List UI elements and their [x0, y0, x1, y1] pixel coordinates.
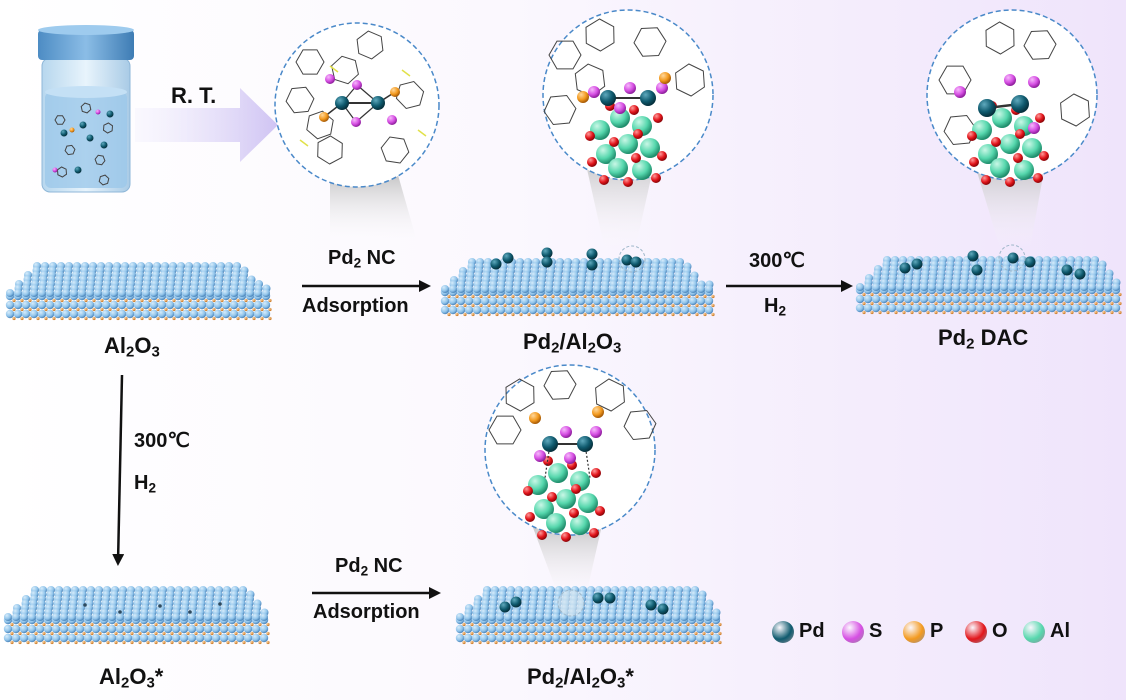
- highlight-site-2: [998, 244, 1026, 272]
- arrow-anneal-down: [112, 374, 125, 566]
- pd2-al2o3-star-structure: [488, 370, 657, 542]
- highlight-site-3: [557, 589, 585, 617]
- zoom-cone-4: [532, 525, 602, 600]
- arrow-bottom-label-2: Adsorption: [313, 601, 420, 623]
- legend-label-o: O: [992, 620, 1008, 642]
- highlight-site-1: [618, 245, 646, 273]
- arrow-top-1-label-2: Adsorption: [302, 295, 409, 317]
- legend-label-s: S: [869, 620, 883, 642]
- arrow-down-label-1: 300℃: [134, 430, 190, 452]
- zoom-circle-pd2-nc: [274, 22, 440, 188]
- legend-item-o: O: [965, 620, 1008, 643]
- arrow-top-1-label-1: Pd2 NC: [328, 247, 396, 271]
- zoom-circle-pd2-al2o3: [542, 9, 714, 181]
- label-al2o3: Al2O3: [104, 333, 160, 361]
- pd2-nc-molecule: [285, 30, 427, 165]
- legend-dot-s: [842, 620, 864, 643]
- legend-item-pd: Pd: [772, 620, 825, 643]
- pd2-al2o3-slab: [440, 247, 715, 317]
- legend-dot-al: [1023, 620, 1045, 643]
- pd2-al2o3-structure: [543, 18, 705, 187]
- zoom-circle-pd2-dac: [926, 9, 1098, 181]
- label-pd2-al2o3: Pd2/Al2O3: [523, 329, 622, 357]
- arrow-bottom-label-1: Pd2 NC: [335, 555, 403, 579]
- legend-label-pd: Pd: [799, 620, 825, 642]
- al2o3-star-slab: [3, 586, 270, 645]
- solution-jar: [38, 25, 134, 193]
- pd2-dac-structure: [938, 21, 1090, 187]
- legend-label-al: Al: [1050, 620, 1070, 642]
- arrow-top-2-label-1: 300℃: [749, 250, 805, 272]
- pd2-al2o3-star-slab: [455, 586, 722, 645]
- rt-arrow: [135, 88, 278, 162]
- arrow-top-2-label-2: H2: [764, 295, 787, 319]
- zoom-cone-1: [330, 175, 418, 245]
- legend-item-s: S: [842, 620, 882, 643]
- legend-dot-pd: [772, 620, 794, 643]
- label-pd2-dac: Pd2 DAC: [938, 325, 1029, 353]
- legend-item-p: P: [903, 620, 943, 643]
- al2o3-slab: [5, 262, 272, 321]
- legend-item-al: Al: [1023, 620, 1070, 643]
- pd2-dac-slab: [855, 250, 1122, 315]
- legend-dot-o: [965, 620, 987, 643]
- zoom-circle-pd2-al2o3-star: [484, 364, 656, 536]
- zoom-cone-3: [975, 165, 1045, 248]
- legend-dot-p: [903, 620, 925, 643]
- rt-label: R. T.: [171, 83, 217, 108]
- label-al2o3-star: Al2O3*: [99, 664, 164, 692]
- legend-label-p: P: [930, 620, 944, 642]
- label-pd2-al2o3-star: Pd2/Al2O3*: [527, 664, 634, 692]
- arrow-down-label-2: H2: [134, 472, 157, 496]
